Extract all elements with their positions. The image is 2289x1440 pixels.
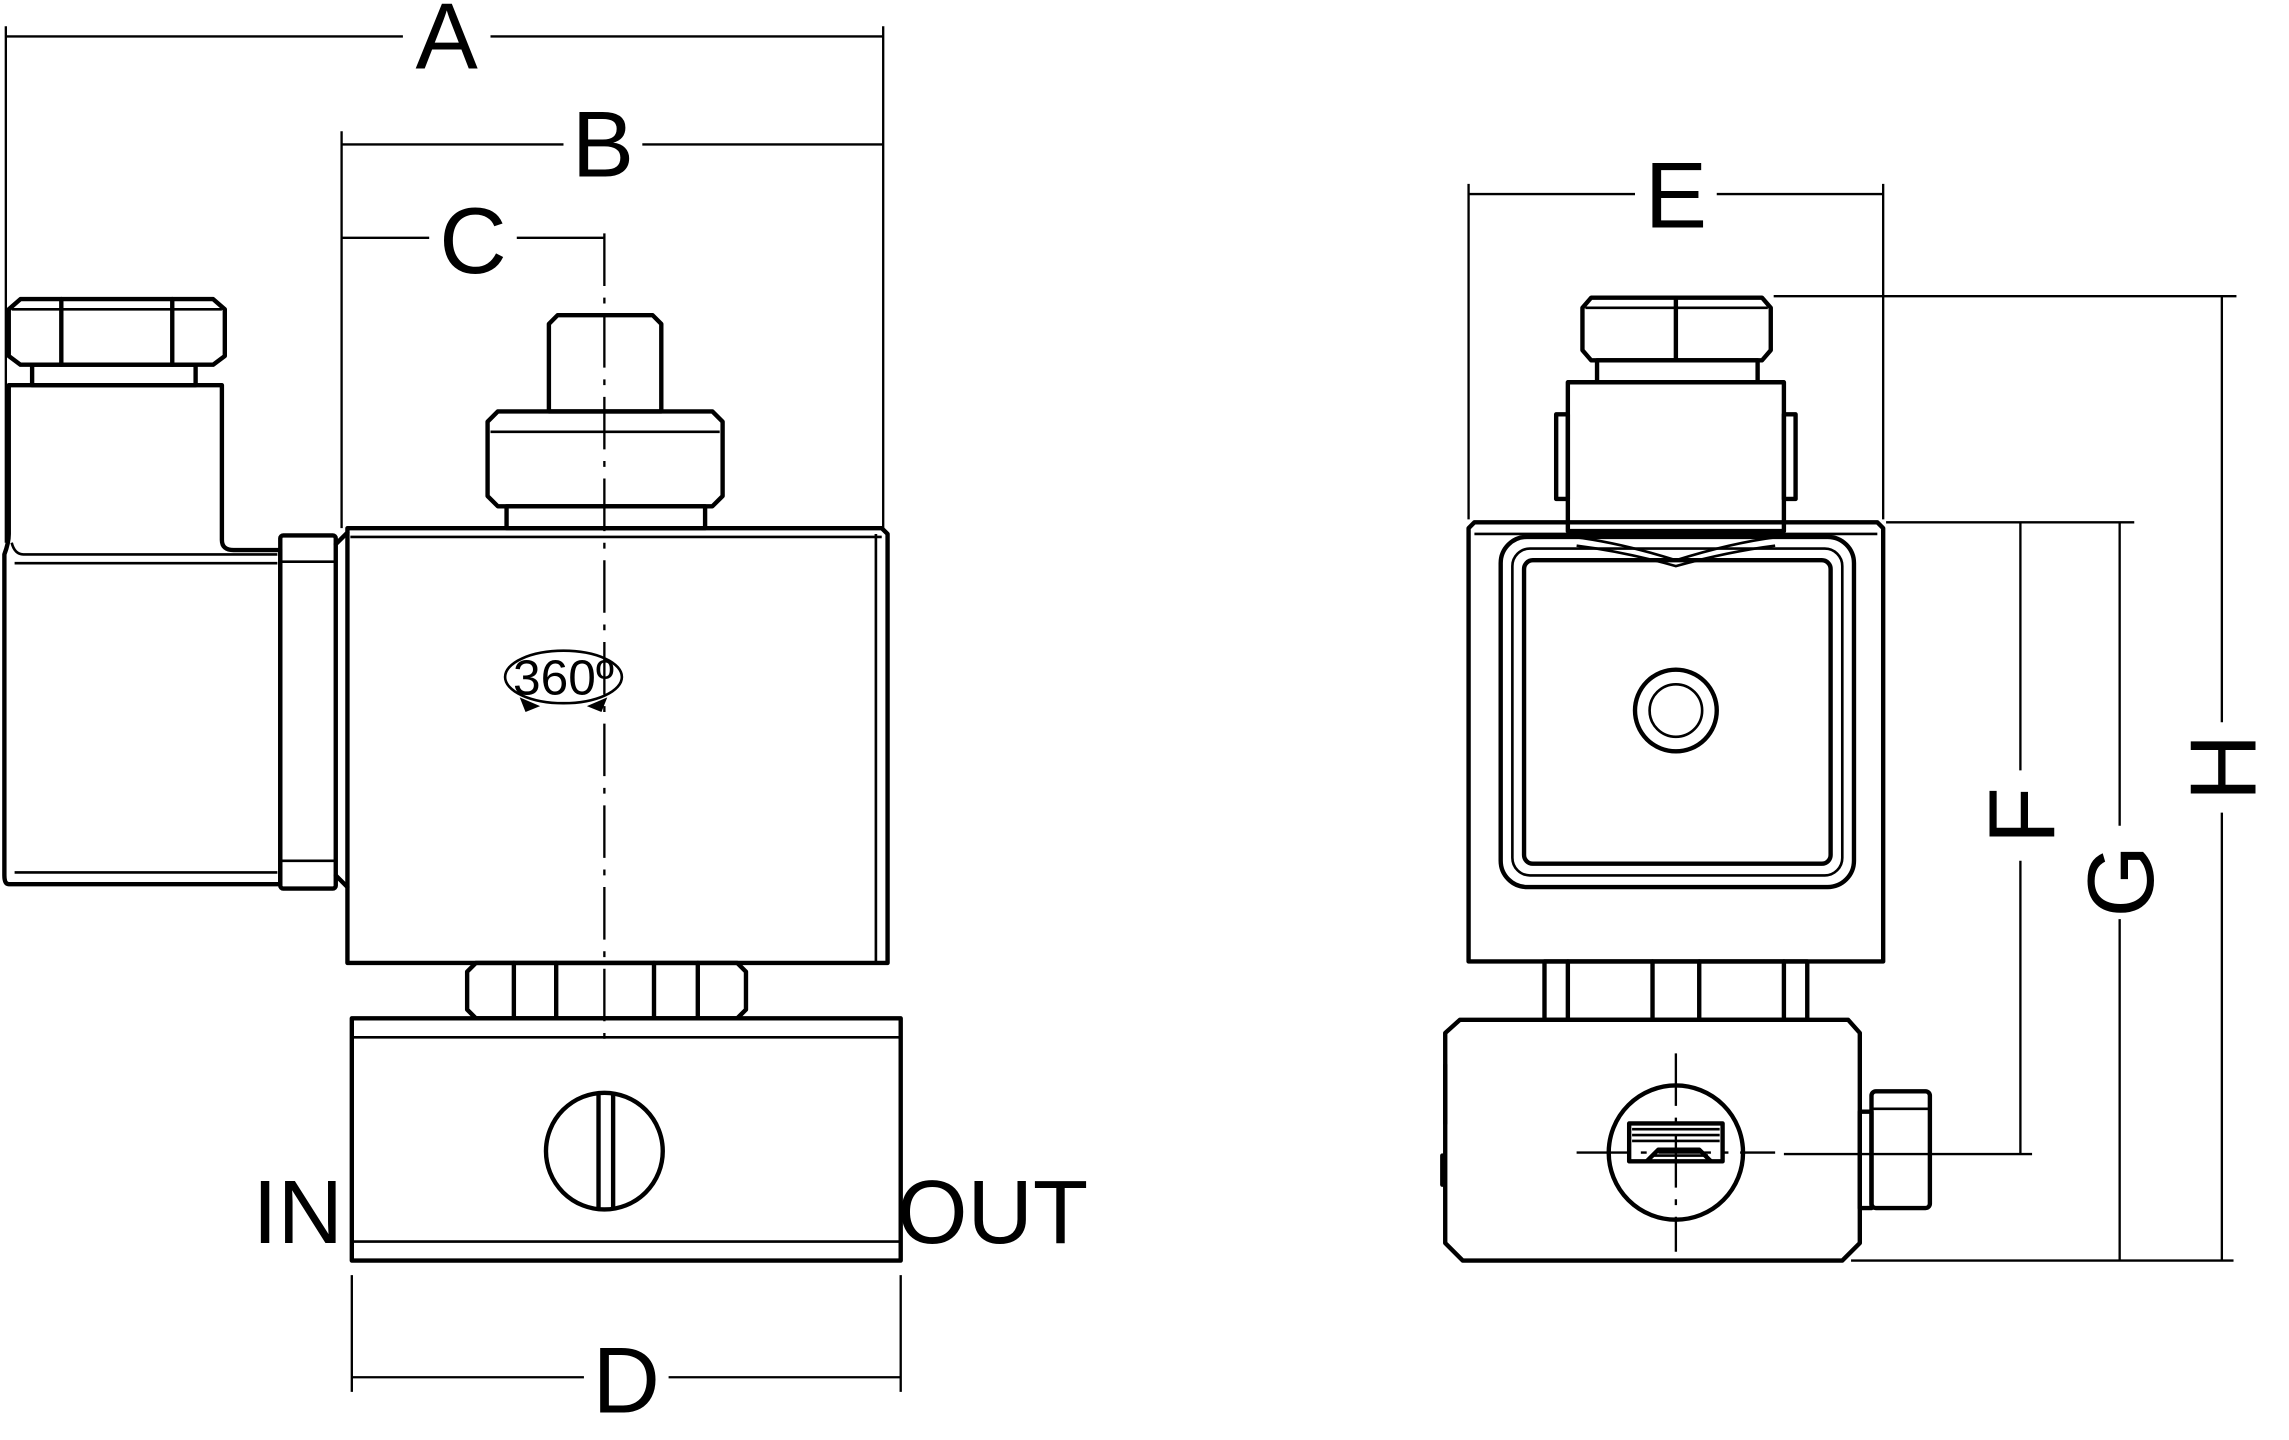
inlet-port-label: IN: [253, 1162, 343, 1263]
connector-cap-neck: [29, 362, 198, 388]
coil-face-boss: [1632, 667, 1719, 754]
side-port-fitting: [1857, 1089, 1933, 1211]
connector-cap-hex: [6, 296, 228, 367]
side-coil-housing: [1466, 520, 1886, 964]
outlet-port-label: OUT: [897, 1162, 1088, 1263]
dimension-g: G: [2068, 522, 2173, 1261]
dimension-g-label: G: [2068, 845, 2173, 918]
dimension-c-label: C: [439, 188, 506, 293]
front-view: 360º IN OUT A B C: [2, 0, 1088, 1432]
dimension-b-label: B: [572, 92, 634, 197]
dimension-d: D: [350, 1275, 902, 1432]
dimension-b: B: [340, 92, 884, 529]
dimension-h-label: H: [2170, 734, 2275, 801]
dimension-f: F: [1969, 522, 2074, 1155]
connector-flange: [278, 530, 350, 891]
connector-body: [2, 382, 283, 887]
rotation-label: 360º: [513, 649, 614, 705]
dimension-e-label: E: [1645, 143, 1707, 248]
dimension-c: C: [341, 188, 605, 293]
side-valve-body: [1440, 1017, 1863, 1263]
dimension-a: A: [4, 0, 885, 543]
body-hex-nut: [464, 960, 749, 1021]
dimension-f-label: F: [1969, 787, 2074, 844]
valve-body: [349, 1016, 903, 1263]
dimension-h: H: [2170, 296, 2275, 1261]
dimension-a-label: A: [416, 0, 479, 89]
side-view: E F G H: [1440, 143, 2275, 1263]
side-connector-cap: [1580, 295, 1773, 385]
plug-screw: [543, 1090, 665, 1212]
coil-housing: [345, 525, 890, 966]
rotation-mark: 360º: [503, 649, 624, 712]
side-connector-neck: [1553, 380, 1798, 534]
side-hex-nut: [1542, 959, 1810, 1023]
dimension-e: E: [1467, 143, 1885, 520]
dimension-d-label: D: [593, 1327, 660, 1432]
